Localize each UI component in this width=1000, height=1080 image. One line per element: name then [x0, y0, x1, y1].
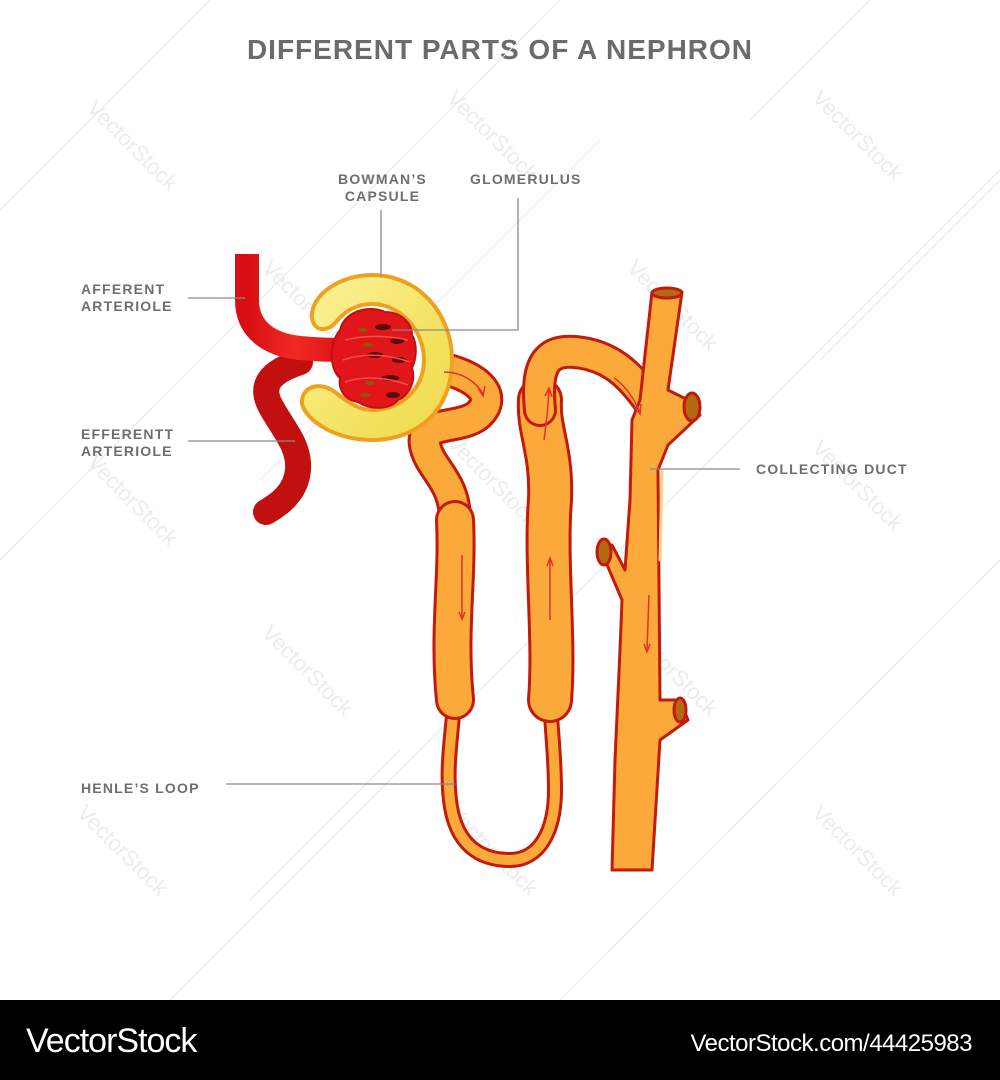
flow-arrow: [443, 371, 484, 395]
flow-arrow: [613, 377, 641, 413]
flow-arrows: [443, 371, 651, 655]
flow-arrow: [646, 594, 650, 651]
label-bowmans-capsule: BOWMAN’S CAPSULE: [320, 171, 445, 205]
flow-arrow: [543, 389, 550, 441]
footer-brand-logo: VectorStock: [26, 1022, 197, 1060]
label-line: CAPSULE: [344, 188, 421, 204]
flow-arrow: [546, 555, 554, 567]
label-line: ARTERIOLE: [81, 443, 173, 459]
flow-arrow: [477, 385, 486, 398]
collecting-duct: [595, 286, 702, 872]
diagram-canvas: VectorStock VectorStock VectorStock Vect…: [0, 0, 1000, 1000]
label-line: BOWMAN’S: [338, 171, 427, 187]
label-line: EFFERENTT: [81, 426, 175, 442]
nephron-illustration: [0, 0, 1000, 1000]
label-efferent-arteriole: EFFERENTT ARTERIOLE: [81, 426, 174, 460]
label-line: AFFERENT: [81, 281, 166, 297]
flow-arrow: [458, 611, 466, 621]
duct-opening-branch: [682, 391, 702, 423]
label-glomerulus: GLOMERULUS: [470, 171, 582, 188]
duct-opening-top: [650, 286, 684, 300]
leader-line-glomerulus: [392, 198, 519, 331]
label-line: HENLE’S LOOP: [81, 780, 200, 796]
leader-lines: [188, 198, 740, 785]
label-line: COLLECTING DUCT: [756, 461, 908, 477]
label-henles-loop: HENLE’S LOOP: [81, 780, 200, 797]
label-afferent-arteriole: AFFERENT ARTERIOLE: [81, 281, 173, 315]
flow-arrow: [643, 643, 651, 655]
glomerulus: [330, 308, 417, 409]
bowmans-capsule: [299, 273, 454, 442]
label-line: ARTERIOLE: [81, 298, 173, 314]
duct-opening-branch: [672, 696, 688, 724]
flow-arrow: [544, 386, 553, 398]
renal-tubule: [407, 334, 665, 869]
footer-bar: VectorStock VectorStock.com/44425983: [0, 1000, 1000, 1080]
background-lines: [0, 0, 1000, 1000]
label-collecting-duct: COLLECTING DUCT: [756, 461, 908, 478]
label-line: GLOMERULUS: [470, 171, 582, 187]
footer-image-url: VectorStock.com/44425983: [690, 1030, 972, 1057]
efferent-arteriole: [253, 349, 313, 525]
duct-opening-branch: [595, 537, 613, 567]
flow-arrow: [633, 403, 642, 416]
